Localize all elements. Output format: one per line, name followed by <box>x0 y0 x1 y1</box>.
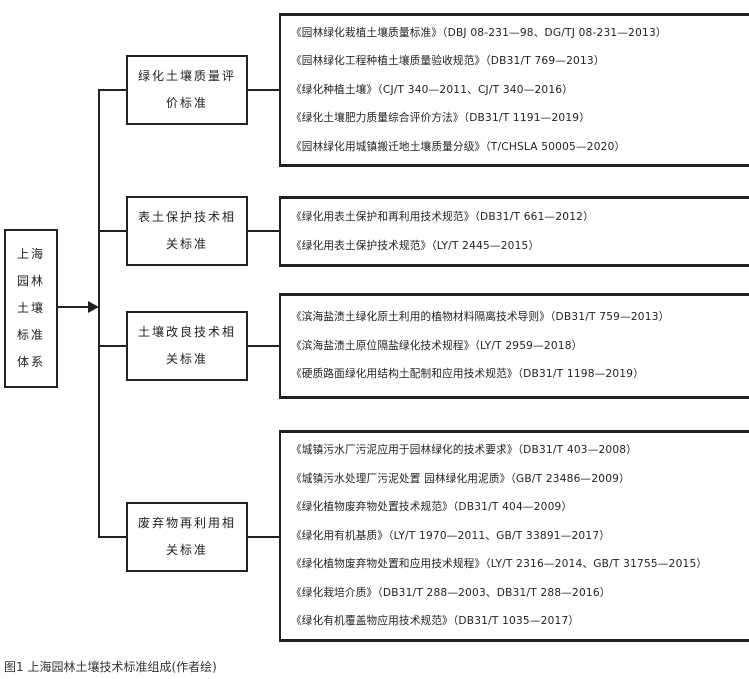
standard-item: 《绿化有机覆盖物应用技术规范》（DB31/T 1035—2017） <box>291 615 580 628</box>
category-label: 关标准 <box>165 352 208 366</box>
category-label: 土壤改良技术相 <box>137 325 236 339</box>
arrow-line <box>58 306 90 308</box>
arrow-head-icon <box>88 301 99 313</box>
standard-item: 《绿化土壤肥力质量综合评价方法》（DB31/T 1191—2019） <box>291 112 591 125</box>
branch-line <box>98 345 126 347</box>
root-line: 标准 <box>16 328 45 342</box>
branch-line <box>248 536 279 538</box>
standards-box-waste-reuse: 《城镇污水厂污泥应用于园林绿化的技术要求》（DB31/T 403—2008） 《… <box>279 430 749 642</box>
category-box-waste-reuse: 废弃物再利用相 关标准 <box>126 502 248 572</box>
branch-line <box>98 536 126 538</box>
standards-box-soil-improvement: 《滨海盐渍土绿化原土利用的植物材料隔离技术导则》（DB31/T 759—2013… <box>279 293 749 399</box>
branch-line <box>248 89 279 91</box>
standard-item: 《城镇污水厂污泥应用于园林绿化的技术要求》（DB31/T 403—2008） <box>291 444 638 457</box>
standard-item: 《硬质路面绿化用结构土配制和应用技术规范》（DB31/T 1198—2019） <box>291 368 644 381</box>
figure-caption: 图1 上海园林土壤技术标准组成(作者绘) <box>4 660 217 674</box>
standard-item: 《园林绿化栽植土壤质量标准》（DBJ 08-231—98、DG/TJ 08-23… <box>291 26 667 39</box>
root-line: 土壤 <box>16 301 45 315</box>
standard-item: 《滨海盐渍土绿化原土利用的植物材料隔离技术导则》（DB31/T 759—2013… <box>291 311 670 324</box>
standard-item: 《园林绿化用城镇搬迁地土壤质量分级》（T/CHSLA 50005—2020） <box>291 140 626 153</box>
standard-item: 《绿化用表土保护和再利用技术规范》（DB31/T 661—2012） <box>291 211 594 223</box>
branch-line <box>98 230 126 232</box>
category-box-topsoil: 表土保护技术相 关标准 <box>126 196 248 266</box>
branch-line <box>248 230 279 232</box>
category-box-soil-quality: 绿化土壤质量评 价标准 <box>126 55 248 125</box>
branch-line <box>98 89 126 91</box>
root-line: 上海 <box>16 247 45 261</box>
category-label: 关标准 <box>165 237 208 251</box>
standards-box-soil-quality: 《园林绿化栽植土壤质量标准》（DBJ 08-231—98、DG/TJ 08-23… <box>279 13 749 167</box>
category-label: 绿化土壤质量评 <box>137 69 236 83</box>
category-label: 表土保护技术相 <box>137 210 236 224</box>
trunk-line <box>98 90 100 538</box>
category-label: 关标准 <box>165 543 208 557</box>
standard-item: 《绿化用有机基质》（LY/T 1970—2011、GB/T 33891—2017… <box>291 529 611 542</box>
root-box: 上海 园林 土壤 标准 体系 <box>4 229 58 388</box>
standard-item: 《绿化用表土保护技术规范》（LY/T 2445—2015） <box>291 239 540 252</box>
category-box-soil-improvement: 土壤改良技术相 关标准 <box>126 311 248 381</box>
standard-item: 《绿化植物废弃物处置和应用技术规程》（LY/T 2316—2014、GB/T 3… <box>291 558 708 571</box>
standards-box-topsoil: 《绿化用表土保护和再利用技术规范》（DB31/T 661—2012） 《绿化用表… <box>279 196 749 267</box>
root-line: 体系 <box>16 355 45 369</box>
standard-item: 《绿化栽培介质》（DB31/T 288—2003、DB31/T 288—2016… <box>291 586 611 599</box>
standard-item: 《绿化种植土壤》（CJ/T 340—2011、CJ/T 340—2016） <box>291 83 574 96</box>
category-label: 废弃物再利用相 <box>137 516 236 530</box>
standard-item: 《园林绿化工程种植土壤质量验收规范》（DB31/T 769—2013） <box>291 55 605 68</box>
branch-line <box>248 345 279 347</box>
standard-item: 《城镇污水处理厂污泥处置 园林绿化用泥质》（GB/T 23486—2009） <box>291 472 630 485</box>
root-line: 园林 <box>16 274 45 288</box>
standard-item: 《滨海盐渍土原位隔盐绿化技术规程》（LY/T 2959—2018） <box>291 339 583 352</box>
category-label: 价标准 <box>165 96 208 110</box>
standard-item: 《绿化植物废弃物处置技术规范》（DB31/T 404—2009） <box>291 501 573 514</box>
